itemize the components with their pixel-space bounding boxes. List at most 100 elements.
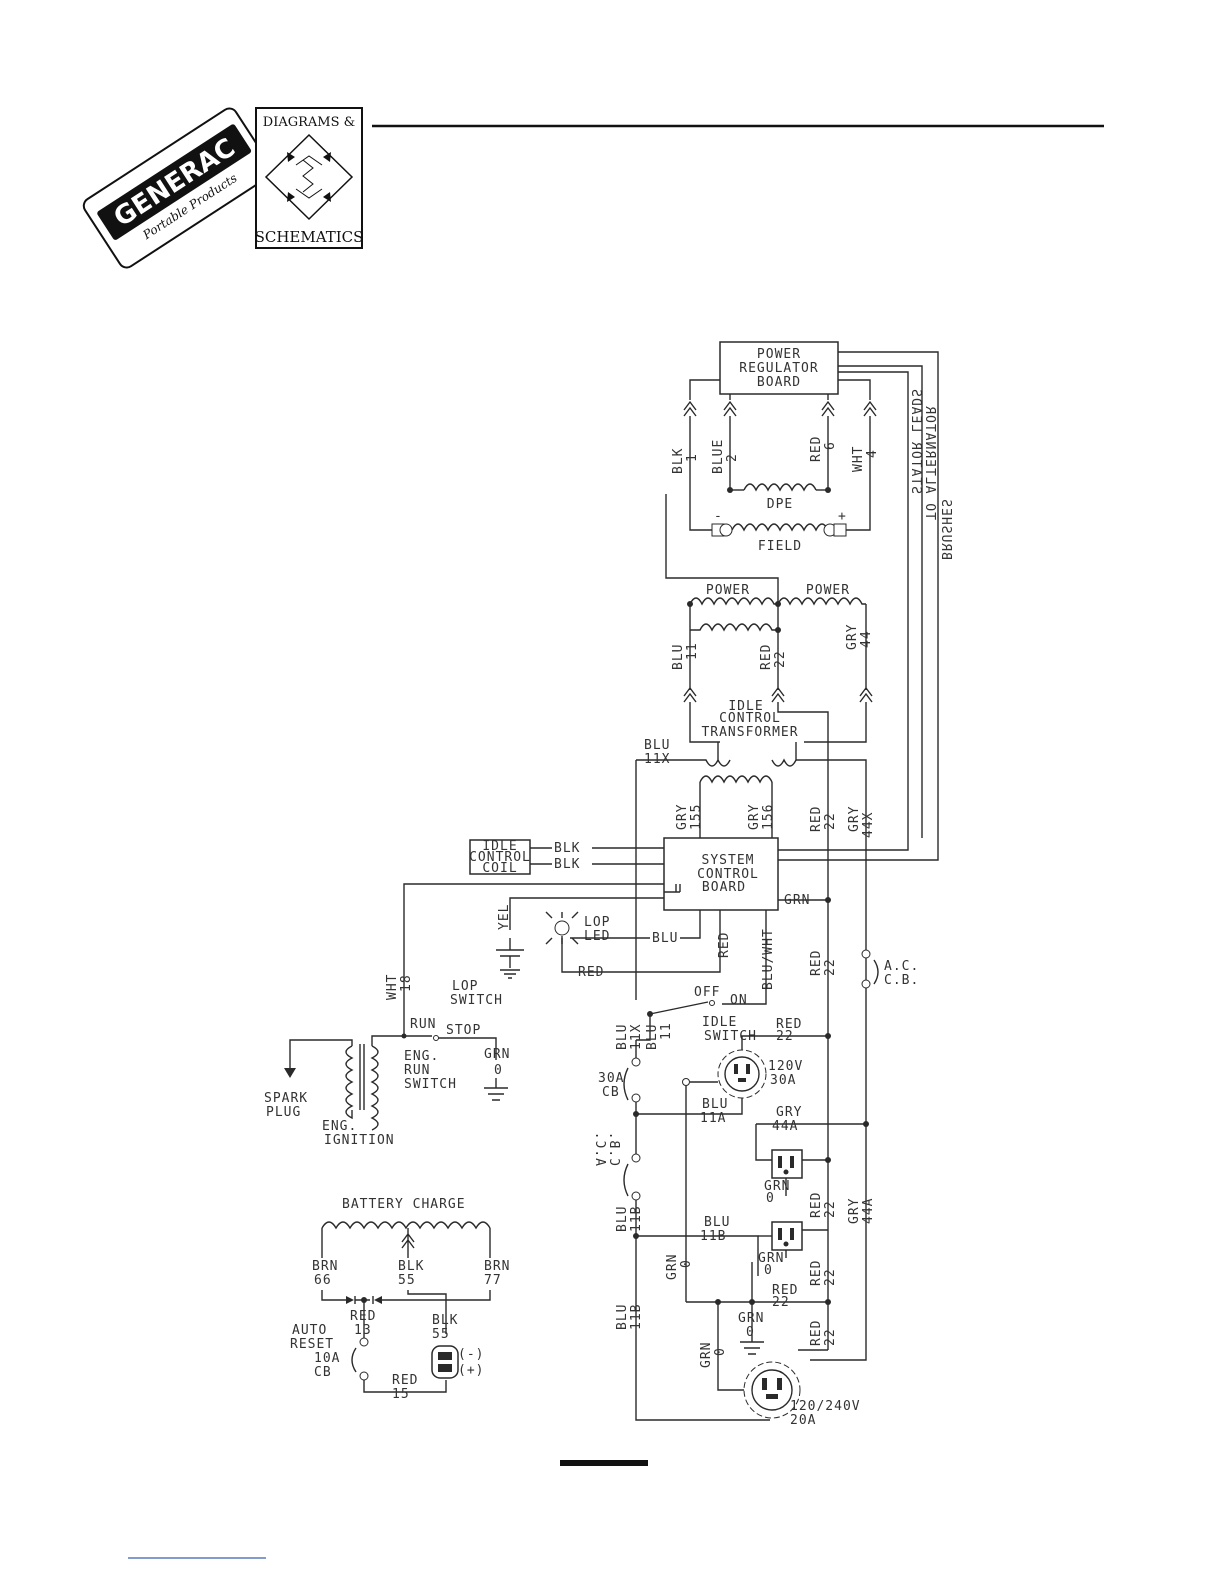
wire-gry44a-b: 44A <box>772 1119 798 1134</box>
wire-red22-v-a: RED <box>809 950 824 976</box>
dpe-winding <box>727 483 831 493</box>
wire-gry44x-a: GRY <box>847 806 862 832</box>
wire-wht18-a: WHT <box>385 974 400 1000</box>
duplex-receptacle-1[interactable] <box>771 1149 803 1179</box>
lop-led-label-1: LOP <box>584 915 610 930</box>
wire-grn0-b-b: 0 <box>764 1263 773 1278</box>
wire-gry44a-v-b: 44A <box>861 1198 876 1224</box>
auto-reset-3: 10A <box>314 1351 340 1366</box>
wire-red22b-a: RED <box>809 806 824 832</box>
badge-bottom: SCHEMATICS <box>255 228 364 246</box>
page-number-bar <box>560 1460 648 1466</box>
wire-blu11b-v-a: BLU <box>615 1206 630 1232</box>
connectors-top <box>683 400 877 417</box>
idle-switch-label-1: IDLE <box>702 1015 737 1030</box>
wire-blu-wht: BLU/WHT <box>761 928 776 990</box>
ers-label-2: RUN <box>404 1063 430 1078</box>
wire-brn77-a: BRN <box>484 1259 510 1274</box>
wire-gry156-b: 156 <box>761 804 776 830</box>
wire-blu11b-low-b: 11B <box>629 1304 644 1330</box>
wire-grn0-b-a: GRN <box>758 1251 784 1266</box>
wire-red22-a: RED <box>759 644 774 670</box>
diagrams-schematics-badge: DIAGRAMS & SCHEMATICS <box>255 107 364 249</box>
wire-red15-b: 15 <box>392 1387 410 1402</box>
badge-top: DIAGRAMS & <box>263 115 355 130</box>
mirrored-text-2: TO ALTERNATOR <box>922 405 937 520</box>
idle-switch-label-2: SWITCH <box>704 1029 757 1044</box>
wire-blu-led: BLU <box>652 931 678 946</box>
scb-label-3: BOARD <box>702 880 746 895</box>
rec30a-label-2: 30A <box>770 1073 796 1088</box>
wire-wht18-b: 18 <box>399 974 414 992</box>
wire-wht4-a: WHT <box>851 446 866 472</box>
receptacle-120v-30a[interactable] <box>717 1049 767 1099</box>
wire-red6-b: 6 <box>823 441 838 450</box>
prb-label-1: POWER <box>757 347 801 362</box>
polarity-neg: (-) <box>458 1347 484 1362</box>
wire-gry44-a: GRY <box>845 624 860 650</box>
lop-led <box>545 911 579 945</box>
rec30a-label-1: 120V <box>768 1059 803 1074</box>
idle-control-coil <box>469 839 531 875</box>
wire-grn0-ers-b: 0 <box>494 1063 503 1078</box>
wire-blk1-b: 1 <box>685 453 700 462</box>
wire-red22-h-b: 22 <box>776 1029 794 1044</box>
wire-red13-a: RED <box>350 1309 376 1324</box>
wire-red13-b: 13 <box>354 1323 372 1338</box>
connectors-mid <box>683 686 873 703</box>
wire-blu11a-b: 11A <box>700 1111 726 1126</box>
battery-charge-label: BATTERY CHARGE <box>342 1197 466 1212</box>
icc-label-1: IDLE <box>482 839 517 854</box>
field-plus: + <box>838 509 847 524</box>
wire-blk1-a: BLK <box>671 448 686 474</box>
wire-blu11x-v-a: BLU <box>615 1024 630 1050</box>
system-control-board <box>663 837 779 911</box>
wire-gry44x-b: 44X <box>861 812 876 838</box>
power-windings <box>687 597 867 690</box>
ers-label-3: SWITCH <box>404 1077 457 1092</box>
prb-label-2: REGULATOR <box>739 361 818 376</box>
wire-blu11-a: BLU <box>671 644 686 670</box>
wire-red15-a: RED <box>392 1373 418 1388</box>
wire-blu11b-h-b: 11B <box>700 1229 726 1244</box>
wire-blue2-b: 2 <box>725 453 740 462</box>
wire-grn0-v2-b: 0 <box>713 1347 728 1356</box>
auto-reset-2: RESET <box>290 1337 334 1352</box>
wire-grn0-a-b: 0 <box>766 1191 775 1206</box>
cb30a-label-2: CB <box>602 1085 620 1100</box>
wire-grn0-v2-a: GRN <box>699 1342 714 1368</box>
eng-ignition-2: IGNITION <box>324 1133 395 1148</box>
field-winding <box>711 523 847 537</box>
rec20a-label-2: 20A <box>790 1413 816 1428</box>
dpe-label: DPE <box>767 497 793 512</box>
duplex-receptacle-2[interactable] <box>771 1221 803 1251</box>
lop-switch-label-2: SWITCH <box>450 993 503 1008</box>
wire-blu11b-low-a: BLU <box>615 1304 630 1330</box>
wire-red-scb: RED <box>717 932 732 958</box>
battery-connector <box>431 1345 459 1379</box>
wire-red22-c-a: RED <box>772 1283 798 1298</box>
wire-red22-v3-b: 22 <box>823 1268 838 1286</box>
field-label: FIELD <box>758 539 802 554</box>
accb-left-2: C.B. <box>606 1131 621 1166</box>
wire-yel: YEL <box>497 904 512 930</box>
wire-red22-v4-b: 22 <box>823 1328 838 1346</box>
wire-red22-v3-a: RED <box>809 1260 824 1286</box>
wire-blk-2: BLK <box>554 857 580 872</box>
wire-red22-v2-a: RED <box>809 1192 824 1218</box>
receptacle-120-240v-20a[interactable] <box>743 1361 801 1419</box>
power-left-label: POWER <box>706 583 750 598</box>
ict-label-2: CONTROL <box>719 711 781 726</box>
eng-ignition-1: ENG. <box>322 1119 357 1134</box>
wire-blk55-a: BLK <box>398 1259 424 1274</box>
wire-blk55-b: 55 <box>398 1273 416 1288</box>
prb-label-3: BOARD <box>757 375 801 390</box>
idle-switch-on: ON <box>730 993 748 1008</box>
polarity-pos: (+) <box>458 1363 484 1378</box>
mirrored-text-1: STATOR LEADS <box>908 388 923 494</box>
stop-label: STOP <box>446 1023 481 1038</box>
accb-right-1: A.C. <box>884 959 919 974</box>
power-regulator-board <box>719 341 839 395</box>
icc-label-3: COIL <box>482 861 517 876</box>
icc-label-2: CONTROL <box>469 850 531 865</box>
